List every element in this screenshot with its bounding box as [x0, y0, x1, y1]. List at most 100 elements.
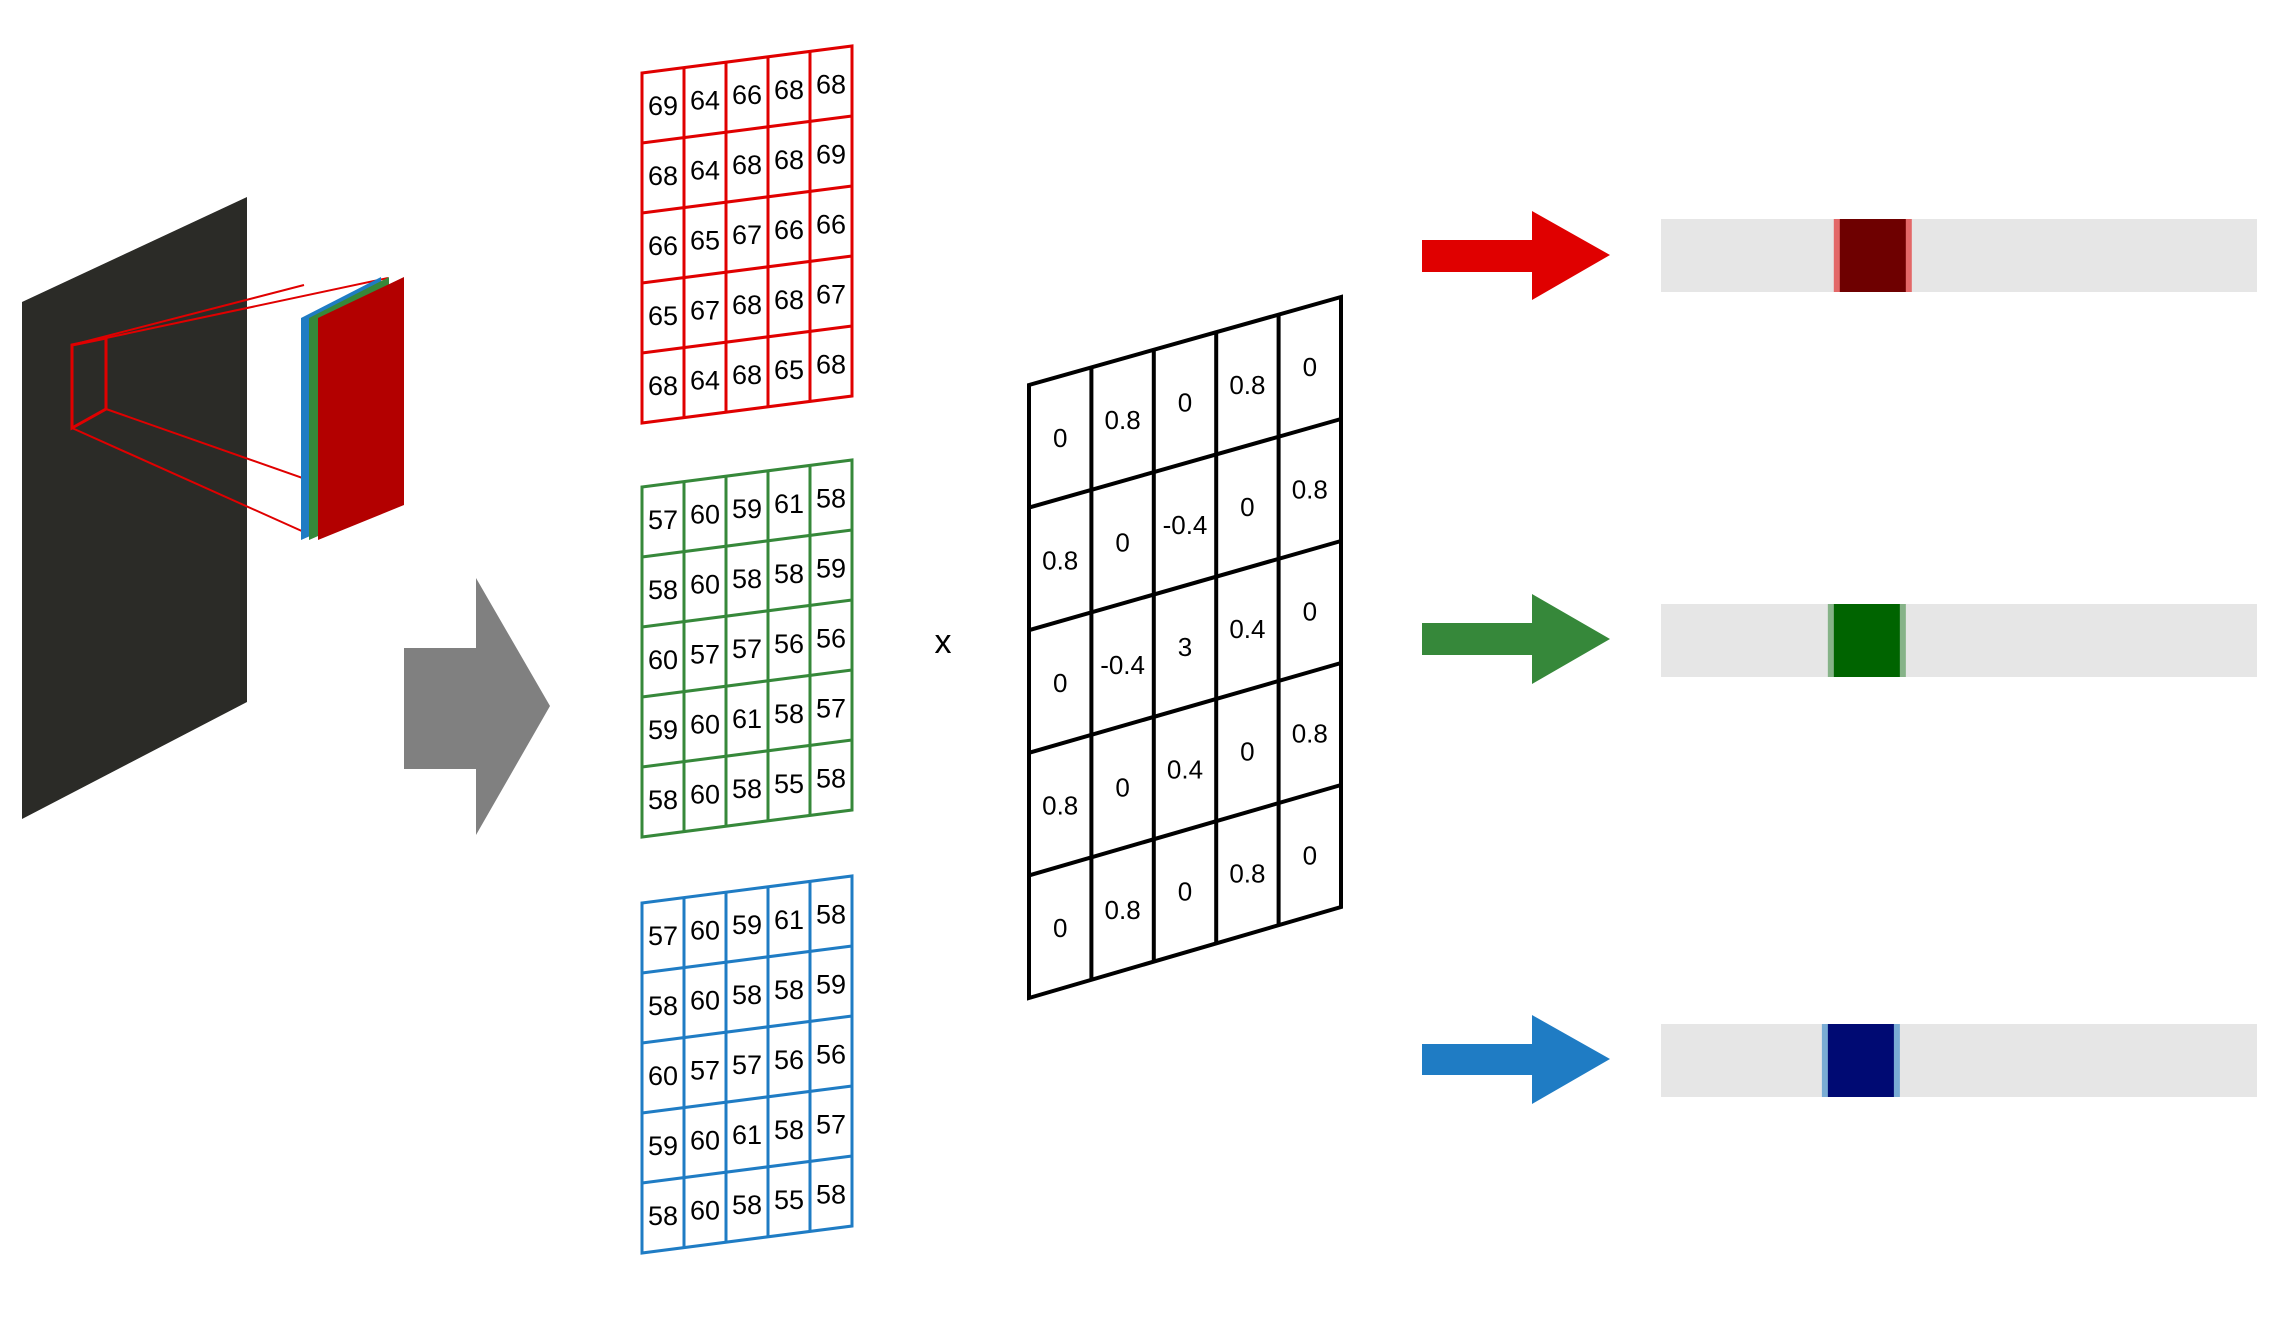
red-grid-cell: 68 [648, 371, 678, 401]
kernel-cell: 0.8 [1292, 718, 1328, 748]
red-grid-cell: 68 [774, 285, 804, 315]
source-image-group [22, 197, 404, 819]
red-grid-cell: 64 [690, 366, 720, 396]
blue-grid-cell: 61 [774, 905, 804, 935]
kernel-cell: 0 [1178, 877, 1192, 907]
blue-grid-cell: 58 [648, 991, 678, 1021]
red-grid-cell: 67 [732, 220, 762, 250]
kernel-grid: 00.800.800.80-0.400.80-0.430.400.800.400… [1027, 294, 1343, 1001]
green-grid-cell: 58 [648, 785, 678, 815]
red-grid-cell: 65 [648, 301, 678, 331]
green-output-arrow [1422, 594, 1610, 684]
kernel-cell: 0 [1053, 423, 1067, 453]
red-grid-row-line [641, 184, 853, 215]
green-grid-cell: 58 [774, 559, 804, 589]
red-grid-cell: 68 [732, 150, 762, 180]
green-grid-cell: 60 [690, 710, 720, 740]
green-grid-row-line [641, 528, 853, 559]
blue-grid-cell: 57 [690, 1056, 720, 1086]
green-grid-cell: 56 [774, 629, 804, 659]
red-grid-cell: 68 [774, 75, 804, 105]
red-channel-layer [318, 277, 404, 540]
red-grid-cell: 69 [648, 91, 678, 121]
blue-grid-cell: 61 [732, 1120, 762, 1150]
blue-grid-cell: 60 [690, 1126, 720, 1156]
red-grid-cell: 66 [816, 209, 846, 239]
blue-grid-cell: 57 [648, 921, 678, 951]
kernel-cell: 0.8 [1105, 895, 1141, 925]
blue-bar-background [1661, 1024, 2257, 1097]
blue-grid-cell: 58 [816, 899, 846, 929]
blue-grid-cell: 60 [690, 1196, 720, 1226]
green-grid-row-line [641, 668, 853, 699]
kernel-cell: 0.8 [1042, 545, 1078, 575]
kernel-cell: 0.8 [1229, 370, 1265, 400]
kernel-cell: 0.4 [1167, 754, 1203, 784]
blue-grid-cell: 58 [732, 980, 762, 1010]
red-output-bar [1661, 219, 2257, 292]
red-grid-cell: 67 [816, 279, 846, 309]
blue-grid-cell: 55 [774, 1185, 804, 1215]
kernel-cell: 0 [1115, 528, 1129, 558]
big-gray-arrow [404, 578, 550, 835]
kernel-cell: 0.4 [1229, 614, 1265, 644]
green-grid-cell: 58 [816, 763, 846, 793]
blue-grid-row-line [641, 944, 853, 975]
kernel-cell: 0 [1178, 388, 1192, 418]
red-output-arrow [1422, 211, 1610, 300]
kernel-cell: -0.4 [1100, 650, 1145, 680]
blue-grid-cell: 58 [774, 975, 804, 1005]
red-grid-row-line [641, 324, 853, 355]
blue-grid-cell: 56 [816, 1039, 846, 1069]
red-grid-cell: 69 [816, 139, 846, 169]
green-grid-cell: 60 [690, 570, 720, 600]
blue-grid-cell: 58 [648, 1201, 678, 1231]
red-bar-background [1661, 219, 2257, 292]
red-grid-cell: 65 [690, 226, 720, 256]
kernel-cell: 0 [1303, 596, 1317, 626]
blue-grid-cell: 60 [690, 916, 720, 946]
blue-output-arrow [1422, 1015, 1610, 1104]
kernel-cell: 0 [1053, 668, 1067, 698]
blue-grid-cell: 57 [732, 1050, 762, 1080]
red-grid-cell: 67 [690, 296, 720, 326]
source-image [22, 197, 247, 819]
blue-grid-cell: 59 [816, 969, 846, 999]
kernel-row-line [1028, 417, 1342, 510]
red-grid-row-line [641, 114, 853, 145]
kernel-row-line [1028, 539, 1342, 633]
blue-band [1827, 1024, 1894, 1097]
green-grid-cell: 60 [690, 500, 720, 530]
kernel-cell: 0.8 [1292, 474, 1328, 504]
green-bar-background [1661, 604, 2257, 677]
green-grid-cell: 59 [648, 715, 678, 745]
green-output-bar [1661, 604, 2257, 677]
red-grid-cell: 66 [732, 80, 762, 110]
green-grid-cell: 59 [816, 553, 846, 583]
green-grid-frame [640, 458, 854, 839]
green-grid-cell: 60 [690, 780, 720, 810]
green-grid-row-line [641, 738, 853, 769]
green-grid-cell: 57 [732, 634, 762, 664]
kernel-cell: 0 [1303, 352, 1317, 382]
blue-grid-cell: 57 [816, 1109, 846, 1139]
blue-grid-cell: 60 [648, 1061, 678, 1091]
blue-output-bar [1661, 1024, 2257, 1097]
red-grid-row-line [641, 254, 853, 285]
red-grid-cell: 68 [732, 360, 762, 390]
kernel-cell: 0 [1240, 736, 1254, 766]
red-grid-cell: 66 [648, 231, 678, 261]
red-grid-frame [640, 44, 854, 425]
green-grid-cell: 58 [774, 699, 804, 729]
blue-grid-frame [640, 874, 854, 1255]
kernel-cell: 0.8 [1105, 405, 1141, 435]
kernel-row-line [1028, 661, 1342, 755]
kernel-cell: 0 [1303, 840, 1317, 870]
red-band [1839, 219, 1906, 292]
red-grid-cell: 64 [690, 86, 720, 116]
green-grid-cell: 61 [774, 489, 804, 519]
red-grid-cell: 68 [816, 69, 846, 99]
